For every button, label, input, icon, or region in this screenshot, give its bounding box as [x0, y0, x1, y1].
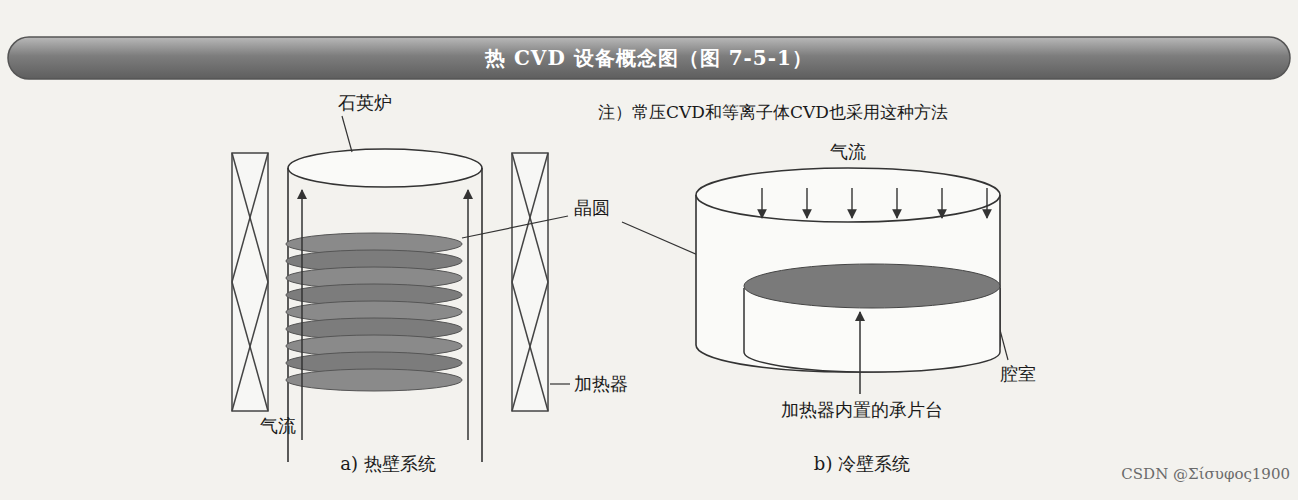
note-text: 注）常压CVD和等离子体CVD也采用这种方法 [598, 102, 948, 122]
part-label: 加热器 [574, 373, 628, 395]
title-band [8, 37, 1290, 79]
wafer [286, 369, 462, 391]
title-text: 热 CVD 设备概念图（图 7-5-1） [485, 46, 813, 70]
caption-label: a) 热壁系统 [340, 453, 435, 475]
wafer-stack [286, 233, 462, 391]
chamber [696, 168, 1000, 372]
gas-flow-arrow [762, 188, 987, 218]
part-label: 石英炉 [338, 92, 392, 114]
leader-line [342, 116, 1008, 384]
caption-label: b) 冷壁系统 [814, 453, 910, 475]
flow-label: 气流 [260, 415, 296, 437]
gas-flow-arrow [467, 190, 469, 440]
leader-arrow [859, 312, 861, 394]
part-label: 腔室 [1000, 363, 1036, 385]
susceptor [744, 264, 1000, 372]
flow-label: 气流 [830, 141, 866, 163]
gas-flow-arrow [301, 190, 303, 440]
watermark: CSDN @Σίσυφος1900 [1121, 465, 1290, 483]
part-label: 晶圆 [574, 197, 610, 219]
part-label: 加热器内置的承片台 [781, 399, 943, 421]
heater [232, 153, 548, 411]
